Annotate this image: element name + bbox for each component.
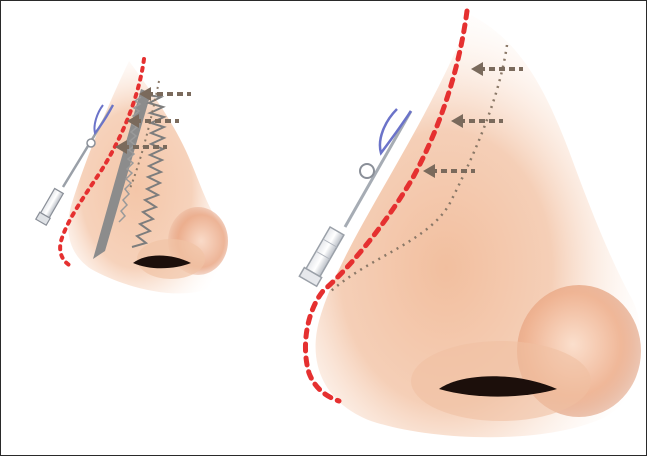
panel-large-nose [299,11,641,437]
panel-small-nose [36,59,231,293]
large-suture-loop-icon [380,109,411,153]
